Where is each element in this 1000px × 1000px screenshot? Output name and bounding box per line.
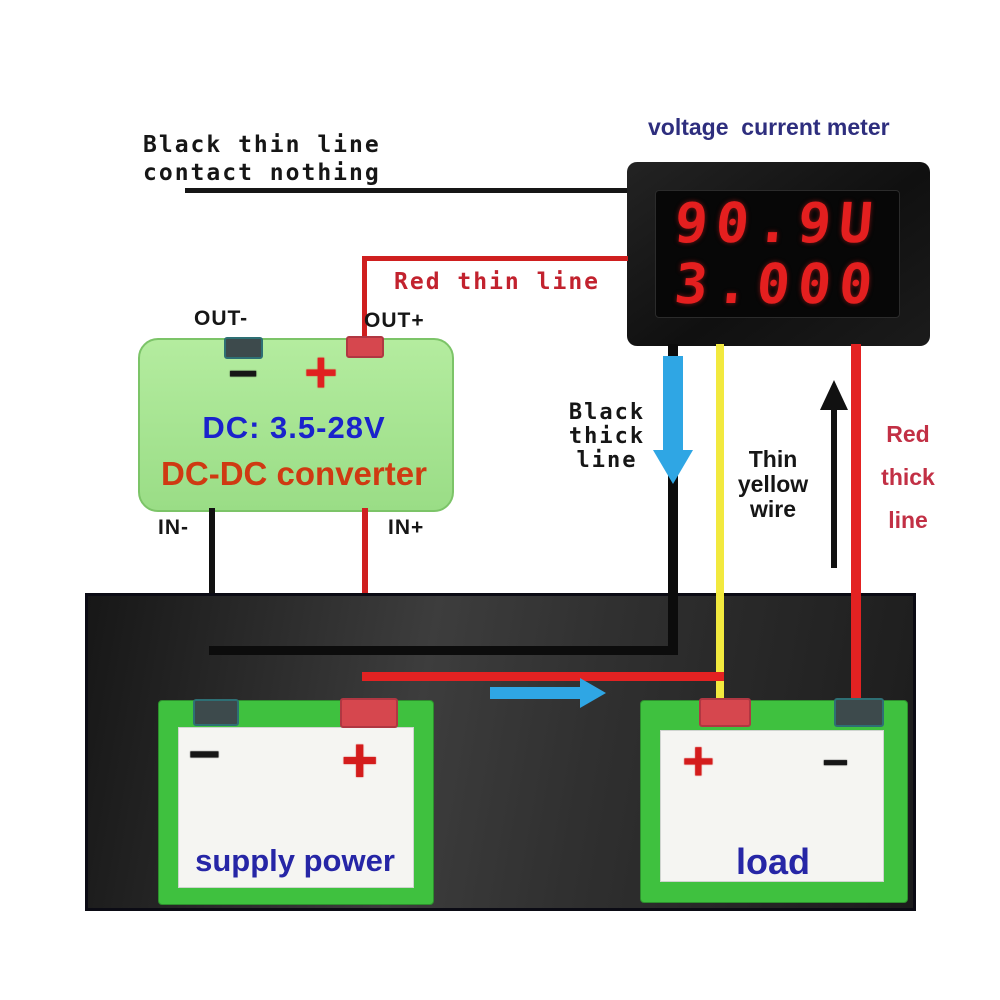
meter-display: 90.9U 3.000: [655, 190, 900, 318]
load-label: load: [735, 841, 810, 882]
black-up-arrow-shaft: [831, 408, 837, 568]
supply-minus-symbol: −: [188, 722, 221, 785]
meter-title: voltage current meter: [648, 114, 890, 140]
red-thick-wire: [851, 344, 861, 705]
supply-power-label: supply power: [195, 843, 395, 878]
meter-voltage-readout: 90.9U: [671, 191, 884, 256]
in-pos-label: IN+: [388, 516, 425, 539]
supply-power-box: [158, 700, 434, 905]
dc-dc-converter-board: [138, 338, 454, 512]
out-pos-label: OUT+: [364, 309, 425, 332]
red-thick-line-label-3: line: [888, 507, 928, 533]
black-thin-line-note-line1: Black thin line: [143, 132, 381, 158]
supply-plus-symbol: +: [341, 724, 379, 796]
thin-yellow-wire-label-2: yellow: [737, 471, 809, 497]
converter-plus-symbol: +: [304, 340, 338, 405]
thin-yellow-wire-label: Thin yellow wire: [727, 447, 819, 522]
converter-minus-symbol: −: [228, 345, 259, 403]
black-thin-line-note: Black thin line contact nothing: [143, 131, 381, 187]
meter-current-readout: 3.000: [671, 251, 884, 316]
load-inner: [660, 730, 884, 882]
load-box: [640, 700, 908, 903]
converter-out-neg-terminal: [224, 337, 263, 359]
load-minus-symbol: −: [822, 736, 849, 788]
blue-right-arrow-icon: [580, 678, 606, 708]
black-thick-line-label-3: line: [576, 448, 638, 473]
blue-down-arrow-icon: [653, 450, 693, 484]
in-neg-label: IN-: [158, 516, 189, 539]
converter-out-pos-terminal: [346, 336, 384, 358]
red-thin-wire-vertical: [362, 256, 367, 340]
supply-pos-terminal: [340, 698, 398, 728]
thin-yellow-wire-label-3: wire: [749, 496, 797, 522]
volt-current-meter: 90.9U 3.000: [627, 162, 930, 346]
black-thin-wire: [185, 188, 633, 193]
supply-neg-terminal: [193, 699, 239, 726]
black-thick-line-label-1: Black: [568, 400, 646, 425]
load-plus-symbol: +: [682, 729, 715, 792]
red-thin-line-label: Red thin line: [394, 269, 601, 295]
red-wire-horizontal-panel: [362, 672, 724, 681]
converter-spec-text: DC: 3.5-28V: [202, 410, 386, 445]
black-thin-line-note-line2: contact nothing: [143, 160, 381, 186]
yellow-thin-wire: [716, 344, 724, 705]
out-neg-label: OUT-: [194, 307, 249, 330]
thin-yellow-wire-label-1: Thin: [748, 446, 798, 472]
red-thick-line-label-1: Red: [886, 421, 930, 447]
converter-name-text: DC-DC converter: [161, 455, 427, 492]
red-thick-line-label-2: thick: [881, 464, 935, 490]
red-thin-wire-horizontal: [362, 256, 628, 261]
black-up-arrow-icon: [820, 380, 848, 410]
red-thick-line-label: Red thick line: [870, 413, 946, 542]
black-thick-line-label-2: thick: [568, 424, 646, 449]
black-thick-line-label: Black thick line: [563, 401, 651, 473]
black-thick-wire-vertical: [668, 344, 678, 655]
supply-power-inner: [178, 727, 414, 888]
black-thick-wire-horizontal: [209, 646, 678, 655]
blue-right-arrow-shaft: [490, 687, 580, 699]
load-pos-terminal: [699, 698, 751, 727]
blue-down-arrow-shaft: [663, 356, 683, 452]
load-neg-terminal: [834, 698, 884, 727]
